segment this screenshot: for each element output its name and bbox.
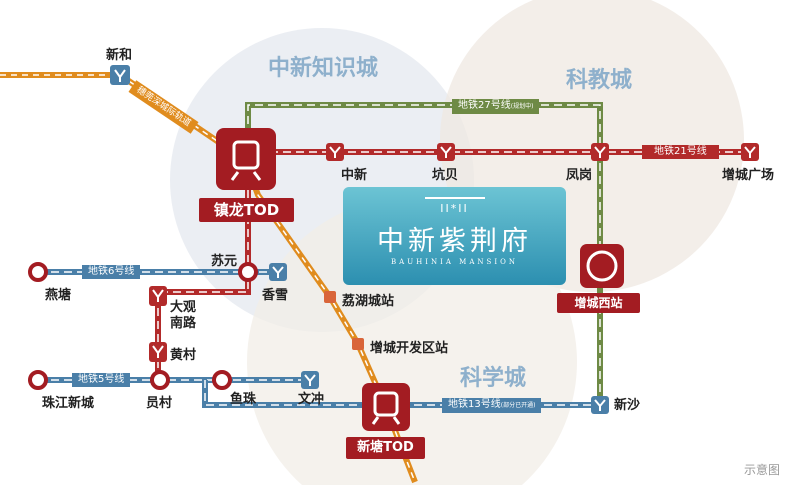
hub-xintang: 新塘TOD <box>346 437 425 459</box>
station-xiangxue: 香雪 <box>262 288 289 303</box>
station-daguan: 大观 南路 <box>170 300 197 331</box>
line27-name: 地铁27号线 <box>458 100 511 111</box>
zengcheng-west-icon <box>580 244 624 288</box>
interchange-icons <box>28 262 258 390</box>
project-brand-box: II*II 中新紫荆府 BAUHINIA MANSION <box>343 187 566 285</box>
station-zhongxin: 中新 <box>341 168 368 183</box>
station-zengcheng-square: 增城广场 <box>722 168 775 183</box>
schematic-note: 示意图 <box>744 463 781 477</box>
line27-note: (规划中) <box>510 103 534 110</box>
station-yantang: 燕塘 <box>45 288 72 303</box>
station-huangcun: 黄村 <box>170 348 197 363</box>
station-yuancun: 员村 <box>146 396 173 411</box>
station-wenchong: 文冲 <box>298 392 325 407</box>
hub-zhenlong: 镇龙TOD <box>199 198 294 222</box>
intercity-station-icons <box>324 291 364 350</box>
train-glyphs <box>230 140 618 425</box>
zone-label-zhongxin: 中新知识城 <box>268 56 379 81</box>
brand-name-cn: 中新紫荆府 <box>377 226 532 257</box>
xintang-hub-icon <box>362 383 410 431</box>
zone-label-kejiao: 科教城 <box>566 68 633 93</box>
brand-logo: II*II <box>424 197 485 215</box>
station-xinsha: 新沙 <box>614 398 641 413</box>
line5-tag: 地铁5号线 <box>72 373 131 387</box>
station-zhujiang: 珠江新城 <box>42 396 95 411</box>
station-suyuan: 苏元 <box>211 254 238 269</box>
line13-name: 地铁13号线 <box>448 399 501 410</box>
zhenlong-hub-icon <box>216 128 276 190</box>
station-fenggang: 凤岗 <box>566 168 593 183</box>
line6-tag: 地铁6号线 <box>82 265 141 279</box>
station-lihu: 荔湖城站 <box>342 294 395 309</box>
metro-station-icons <box>110 65 759 414</box>
line21-tag: 地铁21号线 <box>642 145 719 159</box>
station-kaifaqu: 增城开发区站 <box>370 341 449 356</box>
hub-zengcheng-west: 增城西站 <box>557 293 640 313</box>
zone-label-kexue: 科学城 <box>460 366 527 391</box>
brand-name-en: BAUHINIA MANSION <box>391 258 518 266</box>
line27-tag: 地铁27号线(规划中) <box>452 99 540 114</box>
line13-tag: 地铁13号线(部分已开通) <box>442 398 542 413</box>
station-kengbei: 坑贝 <box>432 168 459 183</box>
station-yuzhu: 鱼珠 <box>230 392 257 407</box>
station-xinhe: 新和 <box>106 48 133 63</box>
line13-note: (部分已开通) <box>500 402 536 409</box>
